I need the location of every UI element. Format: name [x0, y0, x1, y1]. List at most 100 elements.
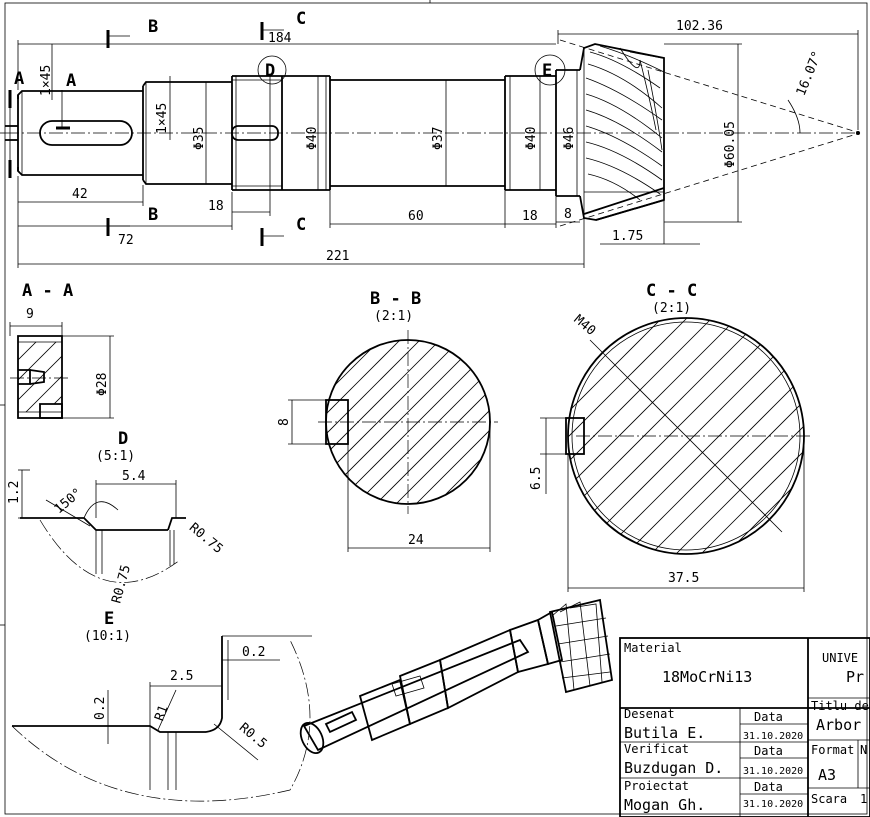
- tb-data-label-1: Data: [754, 710, 783, 724]
- dim-phi60-05: Φ60.05: [723, 121, 738, 168]
- cone-angle-label: 16.07°: [794, 49, 826, 98]
- tb-material-label: Material: [624, 641, 682, 655]
- section-a-a: A - A 9 Φ28: [9, 281, 114, 419]
- cut-label-c-top: C: [296, 9, 306, 29]
- isometric-shaft-view: [299, 598, 614, 755]
- iso-gear-teeth: [548, 598, 614, 694]
- dim-cc-m40: M40: [571, 312, 599, 339]
- section-b-b: B - B (2:1) 8 24: [277, 289, 498, 552]
- dim-phi40-right: Φ40: [524, 127, 539, 150]
- cut-label-b-top: B: [148, 17, 158, 37]
- tb-proiectat-value: Mogan Gh.: [624, 796, 705, 814]
- tb-format-label: Format: [811, 743, 854, 757]
- dim-18-right: 18: [522, 209, 538, 224]
- cone-angle-arc: [787, 99, 801, 134]
- detail-e-title: E: [104, 609, 114, 629]
- dim-d-r075-right: R0.75: [186, 520, 226, 557]
- dim-d-r075-bottom: R0.75: [109, 563, 134, 605]
- detail-label-e: E: [542, 61, 552, 81]
- dim-chamfer-2: 1×45: [155, 103, 170, 134]
- iso-keyway: [324, 710, 358, 734]
- section-c-c-title: C - C: [646, 281, 697, 301]
- tb-titlu-label: Titlu de: [811, 699, 869, 713]
- main-dimensions: [17, 30, 859, 268]
- section-c-c: C - C (2:1) M40 6.5 37.5: [529, 281, 810, 592]
- section-b-b-hatch: [326, 340, 490, 504]
- cut-label-b-bottom: B: [148, 205, 158, 225]
- tb-date-3: 31.10.2020: [743, 799, 803, 810]
- dim-chamfer-1: 1×45: [39, 65, 54, 96]
- cut-label-a-left: A: [14, 69, 24, 89]
- dim-d-5-4: 5.4: [122, 469, 146, 484]
- section-c-c-hatch: [568, 318, 804, 554]
- dim-cc-6-5: 6.5: [529, 467, 544, 490]
- dim-bb-24: 24: [408, 533, 424, 548]
- dim-8: 8: [564, 207, 572, 222]
- dim-phi46: Φ46: [562, 127, 577, 150]
- dim-aa-phi28: Φ28: [95, 373, 110, 396]
- detail-e-view: E (10:1) 2.5 0.2 0.2 R1 R0.5: [11, 609, 312, 802]
- detail-d-scale: (5:1): [96, 449, 135, 464]
- section-c-c-scale: (2:1): [652, 301, 691, 316]
- detail-circle-e: [534, 54, 566, 86]
- keyway-slot: [39, 120, 133, 146]
- dim-e-0-2-left: 0.2: [93, 697, 108, 720]
- dim-phi37: Φ37: [431, 127, 446, 150]
- detail-d-title: D: [118, 429, 128, 449]
- tb-format-value: A3: [818, 766, 836, 784]
- shaft-outline: [5, 69, 580, 197]
- dim-e-2-5: 2.5: [170, 669, 193, 684]
- bevel-pinion-teeth: [579, 43, 665, 221]
- section-a-a-hatch: [18, 342, 62, 412]
- tb-date-2: 31.10.2020: [743, 766, 803, 777]
- cut-label-a-right: A: [66, 71, 76, 91]
- dim-184: 184: [268, 31, 292, 46]
- title-block: Material 18MoCrNi13 UNIVE Pr Desenat But…: [619, 637, 870, 817]
- thread-groove: [231, 125, 279, 141]
- tb-desenat-label: Desenat: [624, 707, 675, 721]
- section-b-b-scale: (2:1): [374, 309, 413, 324]
- tb-verificat-label: Verificat: [624, 742, 689, 756]
- dim-e-0-2-top: 0.2: [242, 645, 265, 660]
- dim-102-36: 102.36: [676, 19, 723, 34]
- detail-label-d: D: [265, 61, 275, 81]
- dim-72: 72: [118, 233, 134, 248]
- tb-proiectat-label: Proiectat: [624, 779, 689, 793]
- dim-18-left: 18: [208, 199, 224, 214]
- dim-phi35: Φ35: [192, 127, 207, 150]
- tb-n-label: N: [860, 743, 867, 757]
- detail-e-scale: (10:1): [84, 629, 131, 644]
- dim-e-r0-5: R0.5: [236, 720, 270, 752]
- dim-1-75: 1.75: [612, 229, 643, 244]
- tb-desenat-value: Butila E.: [624, 724, 705, 742]
- tb-data-label-2: Data: [754, 744, 783, 758]
- pitch-cone-upper: [559, 39, 861, 134]
- tb-verificat-value: Buzdugan D.: [624, 759, 723, 777]
- section-cut-lines: [8, 22, 284, 246]
- tb-date-1: 31.10.2020: [743, 731, 803, 742]
- tb-university: UNIVE: [822, 651, 858, 665]
- dim-bb-8: 8: [277, 418, 292, 426]
- tb-scara-value: 1: [860, 792, 867, 806]
- dim-phi40-left: Φ40: [305, 127, 320, 150]
- detail-d-view: D (5:1) 1.2 5.4 150° R0.75 R0.75: [7, 429, 226, 605]
- dim-e-r1: R1: [152, 703, 171, 723]
- cut-label-c-bottom: C: [296, 215, 306, 235]
- dim-60: 60: [408, 209, 424, 224]
- tb-material-value: 18MoCrNi13: [662, 668, 752, 686]
- pitch-cone-lower: [559, 132, 861, 227]
- dim-aa-9: 9: [26, 307, 34, 322]
- dim-221: 221: [326, 249, 349, 264]
- main-shaft-view: 16.07° B B C C A A D E: [5, 9, 862, 268]
- tb-scara-label: Scara: [811, 792, 847, 806]
- detail-circle-d: [257, 55, 287, 85]
- tb-data-label-3: Data: [754, 780, 783, 794]
- section-a-a-title: A - A: [22, 281, 73, 301]
- dim-cc-37-5: 37.5: [668, 571, 699, 586]
- dim-d-angle: 150°: [52, 486, 86, 518]
- dim-42: 42: [72, 187, 88, 202]
- tb-titlu-value: Arbor: [816, 716, 861, 734]
- tb-university-line2: Pr: [846, 668, 864, 686]
